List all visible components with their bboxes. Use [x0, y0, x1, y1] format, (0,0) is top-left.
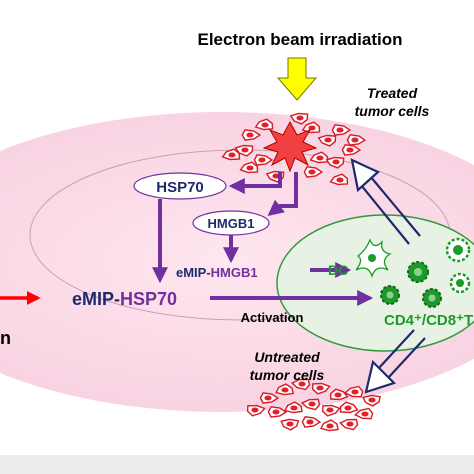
arrow-to-untreated-head — [364, 359, 397, 394]
cd4-cd8-label: CD4⁺/CD8⁺T — [384, 312, 473, 329]
title-text: Electron beam irradiation — [198, 30, 403, 49]
yellow-arrow — [276, 57, 318, 101]
release-arrows — [152, 172, 374, 306]
emip-hmgb1-label: eMIP-HMGB1 — [176, 265, 258, 280]
arrow-to-treated-line-a — [369, 175, 421, 237]
arrow-to-hmgb1 — [267, 172, 298, 216]
arrow-to-treated-head — [350, 158, 380, 193]
emip-hsp70-label: eMIP-HSP70 — [72, 289, 177, 309]
bottom-bar — [0, 455, 474, 474]
dc-label: DC — [328, 262, 348, 278]
hsp70-label: HSP70 — [156, 179, 204, 196]
untreated-label-line2: tumor cells — [250, 367, 325, 383]
dendritic-cell-icon — [355, 238, 392, 279]
arrow-to-untreated-line-b — [377, 329, 415, 370]
treated-label-line1: Treated — [367, 85, 418, 101]
treated-label-line2: tumor cells — [355, 103, 430, 119]
activation-label: Activation — [241, 310, 304, 325]
arrow-to-treated-line-b — [360, 184, 410, 245]
hsp70-oval — [133, 172, 227, 200]
t-cell-group — [380, 237, 471, 308]
immune-ellipse — [276, 214, 474, 352]
navy-arrows — [350, 158, 426, 394]
untreated-label-line1: Untreated — [254, 349, 320, 365]
damage-starburst-icon — [262, 120, 318, 173]
arrow-to-untreated-line-a — [387, 337, 426, 379]
hmgb1-label: HMGB1 — [208, 216, 255, 231]
arrow-to-hsp70 — [228, 172, 282, 194]
left-fragment-label: n — [0, 328, 11, 348]
untreated-tumor-cluster — [246, 378, 382, 432]
